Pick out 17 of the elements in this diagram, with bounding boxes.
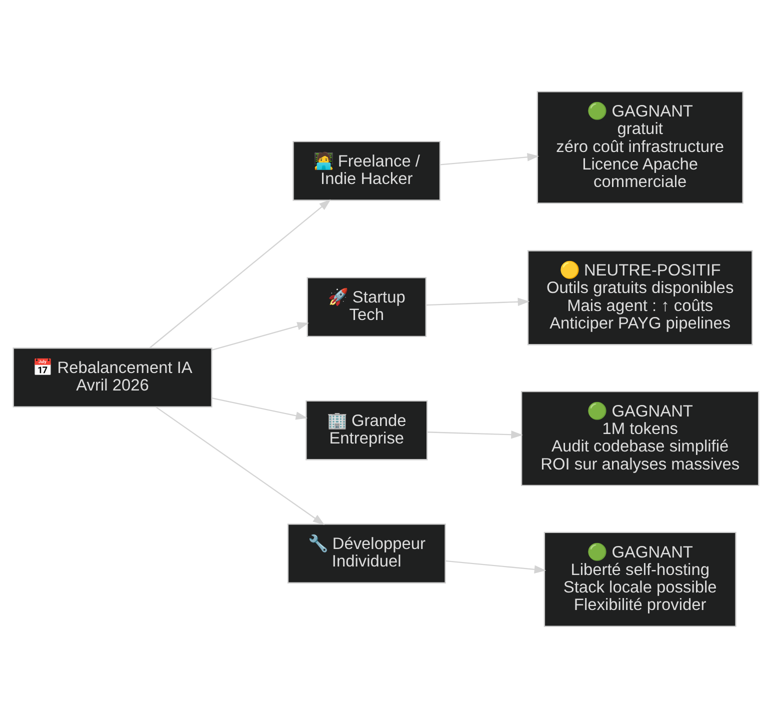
node-box: 🟢 GAGNANT gratuit zéro coût infrastructure Licence Apache commerciale <box>536 91 744 204</box>
node-box: 🟢 GAGNANT Liberté self-hosting Stack locale possible Flexibilité provider <box>544 532 736 627</box>
node-box: 🚀 Startup Tech <box>306 277 426 337</box>
node-box: 🟢 GAGNANT 1M tokens Audit codebase simplifié ROI sur analyses massives <box>520 390 760 486</box>
node-box: 🟡 NEUTRE-POSITIF Outils gratuits disponibles Mais agent : ↑ coûts Anticiper PAYG pipelines <box>527 250 753 346</box>
arrow <box>149 199 331 348</box>
node-box: 🔧 Développeur Individuel <box>287 524 446 584</box>
arrow <box>156 406 325 525</box>
arrow <box>212 322 310 351</box>
node-box: 🏢 Grande Entreprise <box>306 400 428 460</box>
arrow <box>212 397 308 420</box>
arrow <box>426 298 530 306</box>
node-box: 🧑‍💻 Freelance / Indie Hacker <box>292 140 441 201</box>
node-box: 📅 Rebalancement IA Avril 2026 <box>12 348 212 408</box>
arrow <box>440 153 540 166</box>
arrow <box>445 560 546 574</box>
arrow <box>427 430 523 439</box>
